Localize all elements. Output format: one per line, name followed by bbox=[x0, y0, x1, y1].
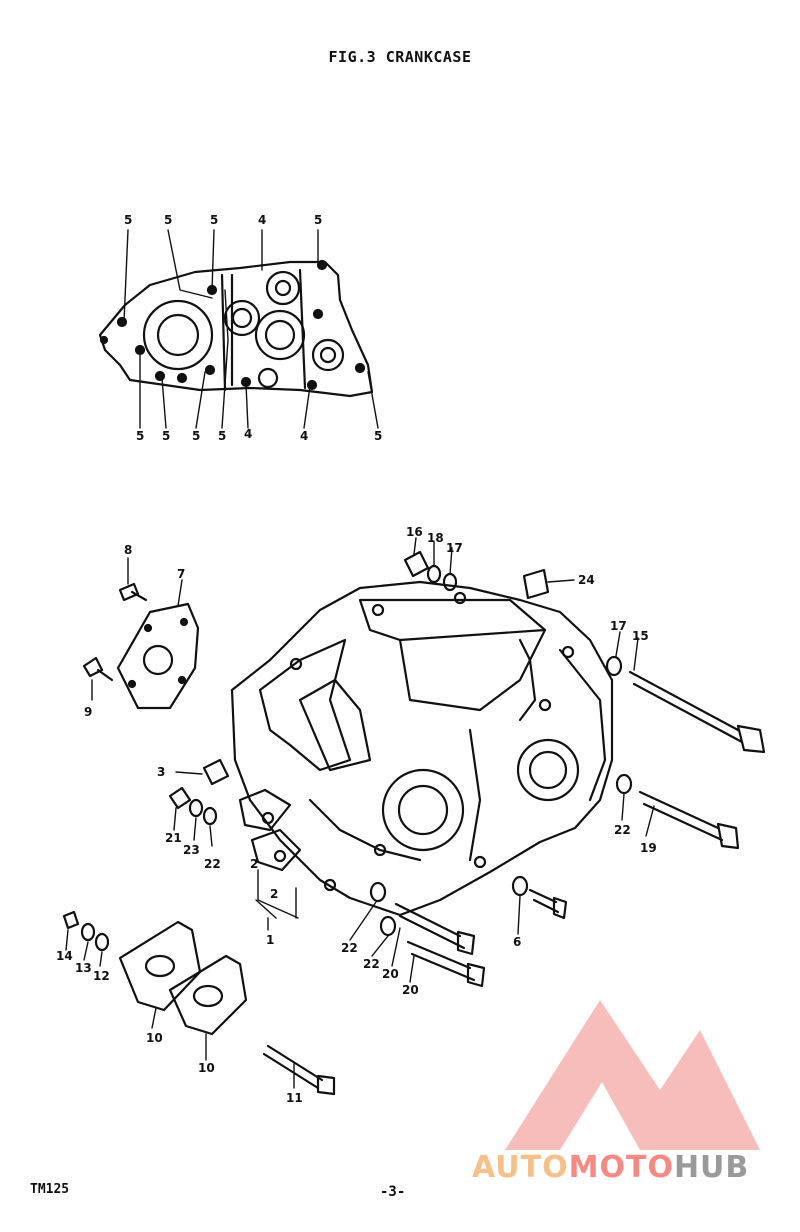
watermark-part-moto: MOTO bbox=[568, 1150, 674, 1185]
left-small-parts bbox=[168, 758, 230, 826]
callout-label: 5 bbox=[192, 429, 200, 443]
model-code: TM125 bbox=[30, 1182, 70, 1197]
callout-label: 5 bbox=[314, 213, 322, 227]
callout-label: 3 bbox=[157, 765, 165, 779]
callout-label: 12 bbox=[93, 969, 110, 983]
callout-label: 24 bbox=[578, 573, 595, 587]
callout-label: 2 bbox=[270, 887, 278, 901]
callout-label: 8 bbox=[124, 543, 132, 557]
callout-label: 18 bbox=[427, 531, 444, 545]
watermark-logo-icon bbox=[505, 1000, 760, 1150]
callout-label: 5 bbox=[162, 429, 170, 443]
callout-label: 22 bbox=[341, 941, 358, 955]
watermark-logo-text: AUTOMOTOHUB bbox=[472, 1150, 749, 1185]
page-number: -3- bbox=[380, 1184, 406, 1200]
figure-title: FIG.3 CRANKCASE bbox=[328, 48, 472, 66]
callout-label: 17 bbox=[446, 541, 463, 555]
callout-label: 4 bbox=[244, 427, 252, 441]
callout-label: 19 bbox=[640, 841, 657, 855]
callout-label: 5 bbox=[210, 213, 218, 227]
callout-label: 9 bbox=[84, 705, 92, 719]
callout-label: 23 bbox=[183, 843, 200, 857]
callout-label: 22 bbox=[363, 957, 380, 971]
callout-label: 1 bbox=[266, 933, 274, 947]
top-view-leader-lines bbox=[123, 229, 379, 429]
callout-label: 15 bbox=[632, 629, 649, 643]
callout-label: 16 bbox=[406, 525, 423, 539]
gaskets bbox=[62, 910, 336, 1096]
callout-label: 4 bbox=[300, 429, 308, 443]
crankcase-assembly bbox=[230, 580, 614, 917]
top-view-callouts: 5 5 5 4 5 5 5 5 5 4 4 5 bbox=[124, 213, 382, 443]
screw-9 bbox=[82, 656, 114, 682]
main-view-callouts: 8 7 9 3 21 23 22 16 18 17 24 17 15 22 19… bbox=[56, 525, 657, 1105]
callout-label: 22 bbox=[614, 823, 631, 837]
callout-label: 20 bbox=[402, 983, 419, 997]
callout-label: 6 bbox=[513, 935, 521, 949]
callout-label: 5 bbox=[124, 213, 132, 227]
watermark-part-auto: AUTO bbox=[472, 1150, 569, 1185]
long-bolts-right bbox=[605, 655, 766, 850]
main-view-leader-lines bbox=[65, 537, 655, 1089]
lower-bolts bbox=[369, 875, 568, 988]
top-small-parts bbox=[403, 550, 550, 600]
callout-label: 10 bbox=[146, 1031, 163, 1045]
callout-label: 4 bbox=[258, 213, 266, 227]
screw-8 bbox=[118, 582, 148, 602]
callout-label: 21 bbox=[165, 831, 182, 845]
cover-plate bbox=[116, 602, 200, 710]
callout-label: 20 bbox=[382, 967, 399, 981]
callout-label: 10 bbox=[198, 1061, 215, 1075]
callout-label: 7 bbox=[177, 567, 185, 581]
callout-label: 14 bbox=[56, 949, 73, 963]
watermark-part-hub: HUB bbox=[673, 1150, 750, 1185]
callout-label: 17 bbox=[610, 619, 627, 633]
callout-label: 22 bbox=[204, 857, 221, 871]
callout-label: 5 bbox=[218, 429, 226, 443]
callout-label: 5 bbox=[136, 429, 144, 443]
callout-label: 5 bbox=[374, 429, 382, 443]
callout-label: 13 bbox=[75, 961, 92, 975]
callout-label: 11 bbox=[286, 1091, 303, 1105]
crankcase-top-view bbox=[98, 259, 374, 398]
callout-label: 2 bbox=[250, 857, 258, 871]
callout-label: 5 bbox=[164, 213, 172, 227]
